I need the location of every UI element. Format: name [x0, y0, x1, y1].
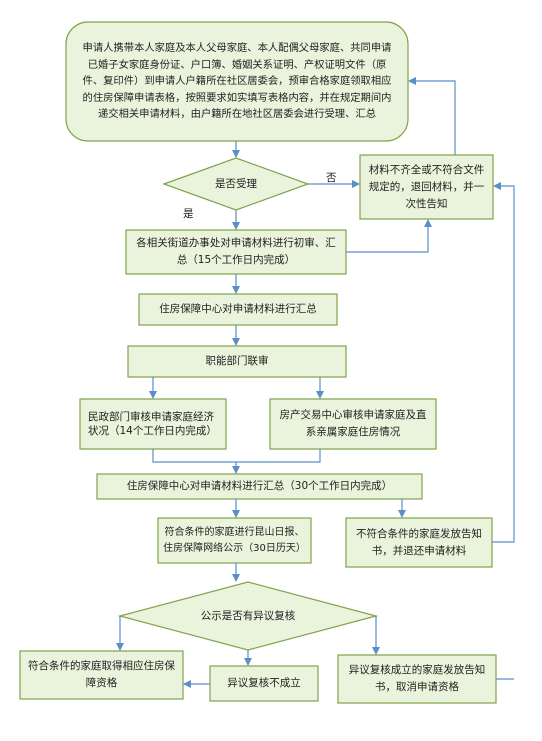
- property-review-box: [269, 398, 437, 450]
- center-summary-30-label: 住房保障中心对申请材料进行汇总（30个工作日内完成）: [126, 480, 393, 492]
- property-review-label: 房产交易中心审核申请家庭及直系亲属家庭住房情况: [279, 409, 427, 438]
- joint-review-box: [127, 345, 347, 378]
- not-qualified-box: [345, 517, 493, 568]
- edge-street-to-reject: [346, 219, 432, 253]
- reject-incomplete-label: 材料不齐全或不符合文件规定的，退回材料，并一次性告知: [368, 163, 485, 210]
- objection-valid-label: 异议复核成立的家庭发放告知书，取消申请资格: [348, 664, 486, 693]
- civil-review-box: [79, 398, 227, 450]
- joint-review-label: 职能部门联审: [205, 355, 269, 367]
- objection-valid-box: [337, 654, 497, 704]
- center-summary-box: [138, 293, 338, 326]
- edge-merge-reviews: [152, 449, 321, 463]
- publicity-label: 符合条件的家庭进行昆山日报、住房保障网络公示（30日历天）: [163, 526, 306, 554]
- publicity-box: [157, 517, 312, 564]
- street-review-label: 各相关街道办事处对申请材料进行初审、汇总（15个工作日内完成）: [136, 237, 336, 266]
- accept-decision-label: 是否受理: [215, 177, 257, 190]
- center-summary-label: 住房保障中心对申请材料进行汇总: [159, 303, 317, 315]
- edge-label-yes: 是: [183, 208, 194, 220]
- objection-decision-label: 公示是否有异议复核: [200, 609, 296, 622]
- objection-invalid-box: [209, 665, 319, 702]
- apply-label: 申请人携带本人家庭及本人父母家庭、本人配偶父母家庭、共同申请已婚子女家庭身份证、…: [82, 42, 392, 121]
- obtain-qualification-box: [19, 650, 184, 700]
- not-qualified-label: 不符合条件的家庭发放告知书，并退还申请材料: [356, 527, 482, 557]
- objection-invalid-label: 异议复核不成立: [227, 677, 301, 689]
- edge-label-no: 否: [326, 172, 337, 184]
- obtain-qualification-label: 符合条件的家庭取得相应住房保障资格: [28, 660, 175, 689]
- reject-incomplete-box: [359, 154, 494, 220]
- center-summary-30-box: [96, 473, 423, 500]
- edge-reject-to-apply: [408, 77, 456, 155]
- civil-review-label: 民政部门审核申请家庭经济状况（14个工作日内完成）: [88, 410, 217, 438]
- edge-not-qualified-to-reject: [492, 182, 515, 543]
